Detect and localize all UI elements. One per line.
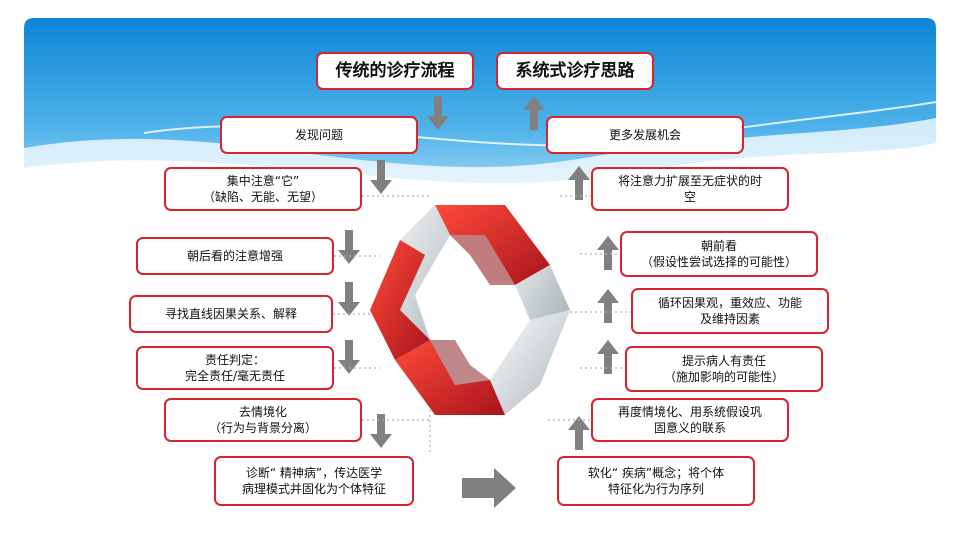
up-arrow-icon [597, 340, 619, 374]
down-arrow-icon [427, 96, 449, 130]
right-step-5-line2: （施加影响的可能性） [663, 370, 784, 384]
left-step-5-line1: 责任判定： [204, 353, 265, 367]
up-arrow-icon [568, 416, 590, 450]
right-step-2: 将注意力扩展至无症状的时 空 [591, 167, 789, 211]
left-step-6: 去情境化 （行为与背景分离） [164, 398, 362, 442]
left-step-6-line2: （行为与背景分离） [208, 421, 317, 435]
down-arrow-icon [338, 340, 360, 374]
left-step-5-line2: 完全责任/毫无责任 [184, 369, 286, 383]
up-arrow-icon [597, 236, 619, 270]
left-step-1-line1: 发现问题 [294, 128, 343, 142]
right-step-7-line2: 特征化为行为序列 [607, 482, 704, 496]
right-step-2-line2: 空 [683, 190, 696, 204]
right-step-6-line1: 再度情境化、用系统假设巩 [617, 405, 762, 419]
down-arrow-icon [370, 160, 392, 194]
left-step-2-line1: 集中注意“它” [226, 174, 300, 188]
right-step-3-line2: （假设性尝试选择的可能性） [640, 255, 797, 269]
right-step-4-line2: 及维持因素 [699, 312, 760, 326]
right-arrow-icon [462, 468, 516, 508]
right-step-5-line1: 提示病人有责任 [681, 354, 766, 368]
cycle-ribbon-icon [370, 205, 570, 415]
right-step-1-line1: 更多发展机会 [608, 128, 681, 142]
up-arrow-icon [523, 96, 545, 130]
left-step-4-line1: 寻找直线因果关系、解释 [164, 307, 297, 321]
left-step-5: 责任判定： 完全责任/毫无责任 [136, 346, 334, 390]
left-step-2: 集中注意“它” （缺陷、无能、无望） [164, 167, 362, 211]
right-step-3-line1: 朝前看 [700, 239, 737, 253]
up-arrow-icon [597, 289, 619, 323]
right-step-6-line2: 固意义的联系 [653, 421, 726, 435]
down-arrow-icon [370, 414, 392, 448]
left-step-4: 寻找直线因果关系、解释 [129, 295, 333, 333]
right-step-7-line1: 软化“ 疾病”概念；将个体 [587, 466, 725, 480]
left-step-7-line1: 诊断“ 精神病”，传达医学 [245, 466, 383, 480]
right-step-4: 循环因果观，重效应、功能 及维持因素 [631, 288, 829, 334]
left-step-6-line1: 去情境化 [238, 405, 287, 419]
left-step-3-line1: 朝后看的注意增强 [186, 249, 283, 263]
right-step-7: 软化“ 疾病”概念；将个体 特征化为行为序列 [557, 456, 755, 506]
right-step-6: 再度情境化、用系统假设巩 固意义的联系 [591, 398, 789, 442]
right-step-1: 更多发展机会 [546, 116, 744, 154]
right-step-5: 提示病人有责任 （施加影响的可能性） [625, 346, 823, 392]
title-right-text: 系统式诊疗思路 [515, 61, 635, 81]
title-systemic-approach: 系统式诊疗思路 [496, 52, 654, 90]
left-step-3: 朝后看的注意增强 [136, 237, 334, 275]
left-step-1: 发现问题 [220, 116, 418, 154]
up-arrow-icon [568, 166, 590, 200]
title-traditional-process: 传统的诊疗流程 [316, 52, 474, 90]
title-left-text: 传统的诊疗流程 [335, 61, 455, 81]
down-arrow-icon [338, 282, 360, 316]
left-step-7: 诊断“ 精神病”，传达医学 病理模式并固化为个体特征 [214, 456, 414, 506]
left-step-2-line2: （缺陷、无能、无望） [202, 190, 323, 204]
left-step-7-line2: 病理模式并固化为个体特征 [241, 482, 386, 496]
right-step-3: 朝前看 （假设性尝试选择的可能性） [620, 231, 818, 277]
right-step-4-line1: 循环因果观，重效应、功能 [657, 296, 802, 310]
right-step-2-line1: 将注意力扩展至无症状的时 [617, 174, 762, 188]
